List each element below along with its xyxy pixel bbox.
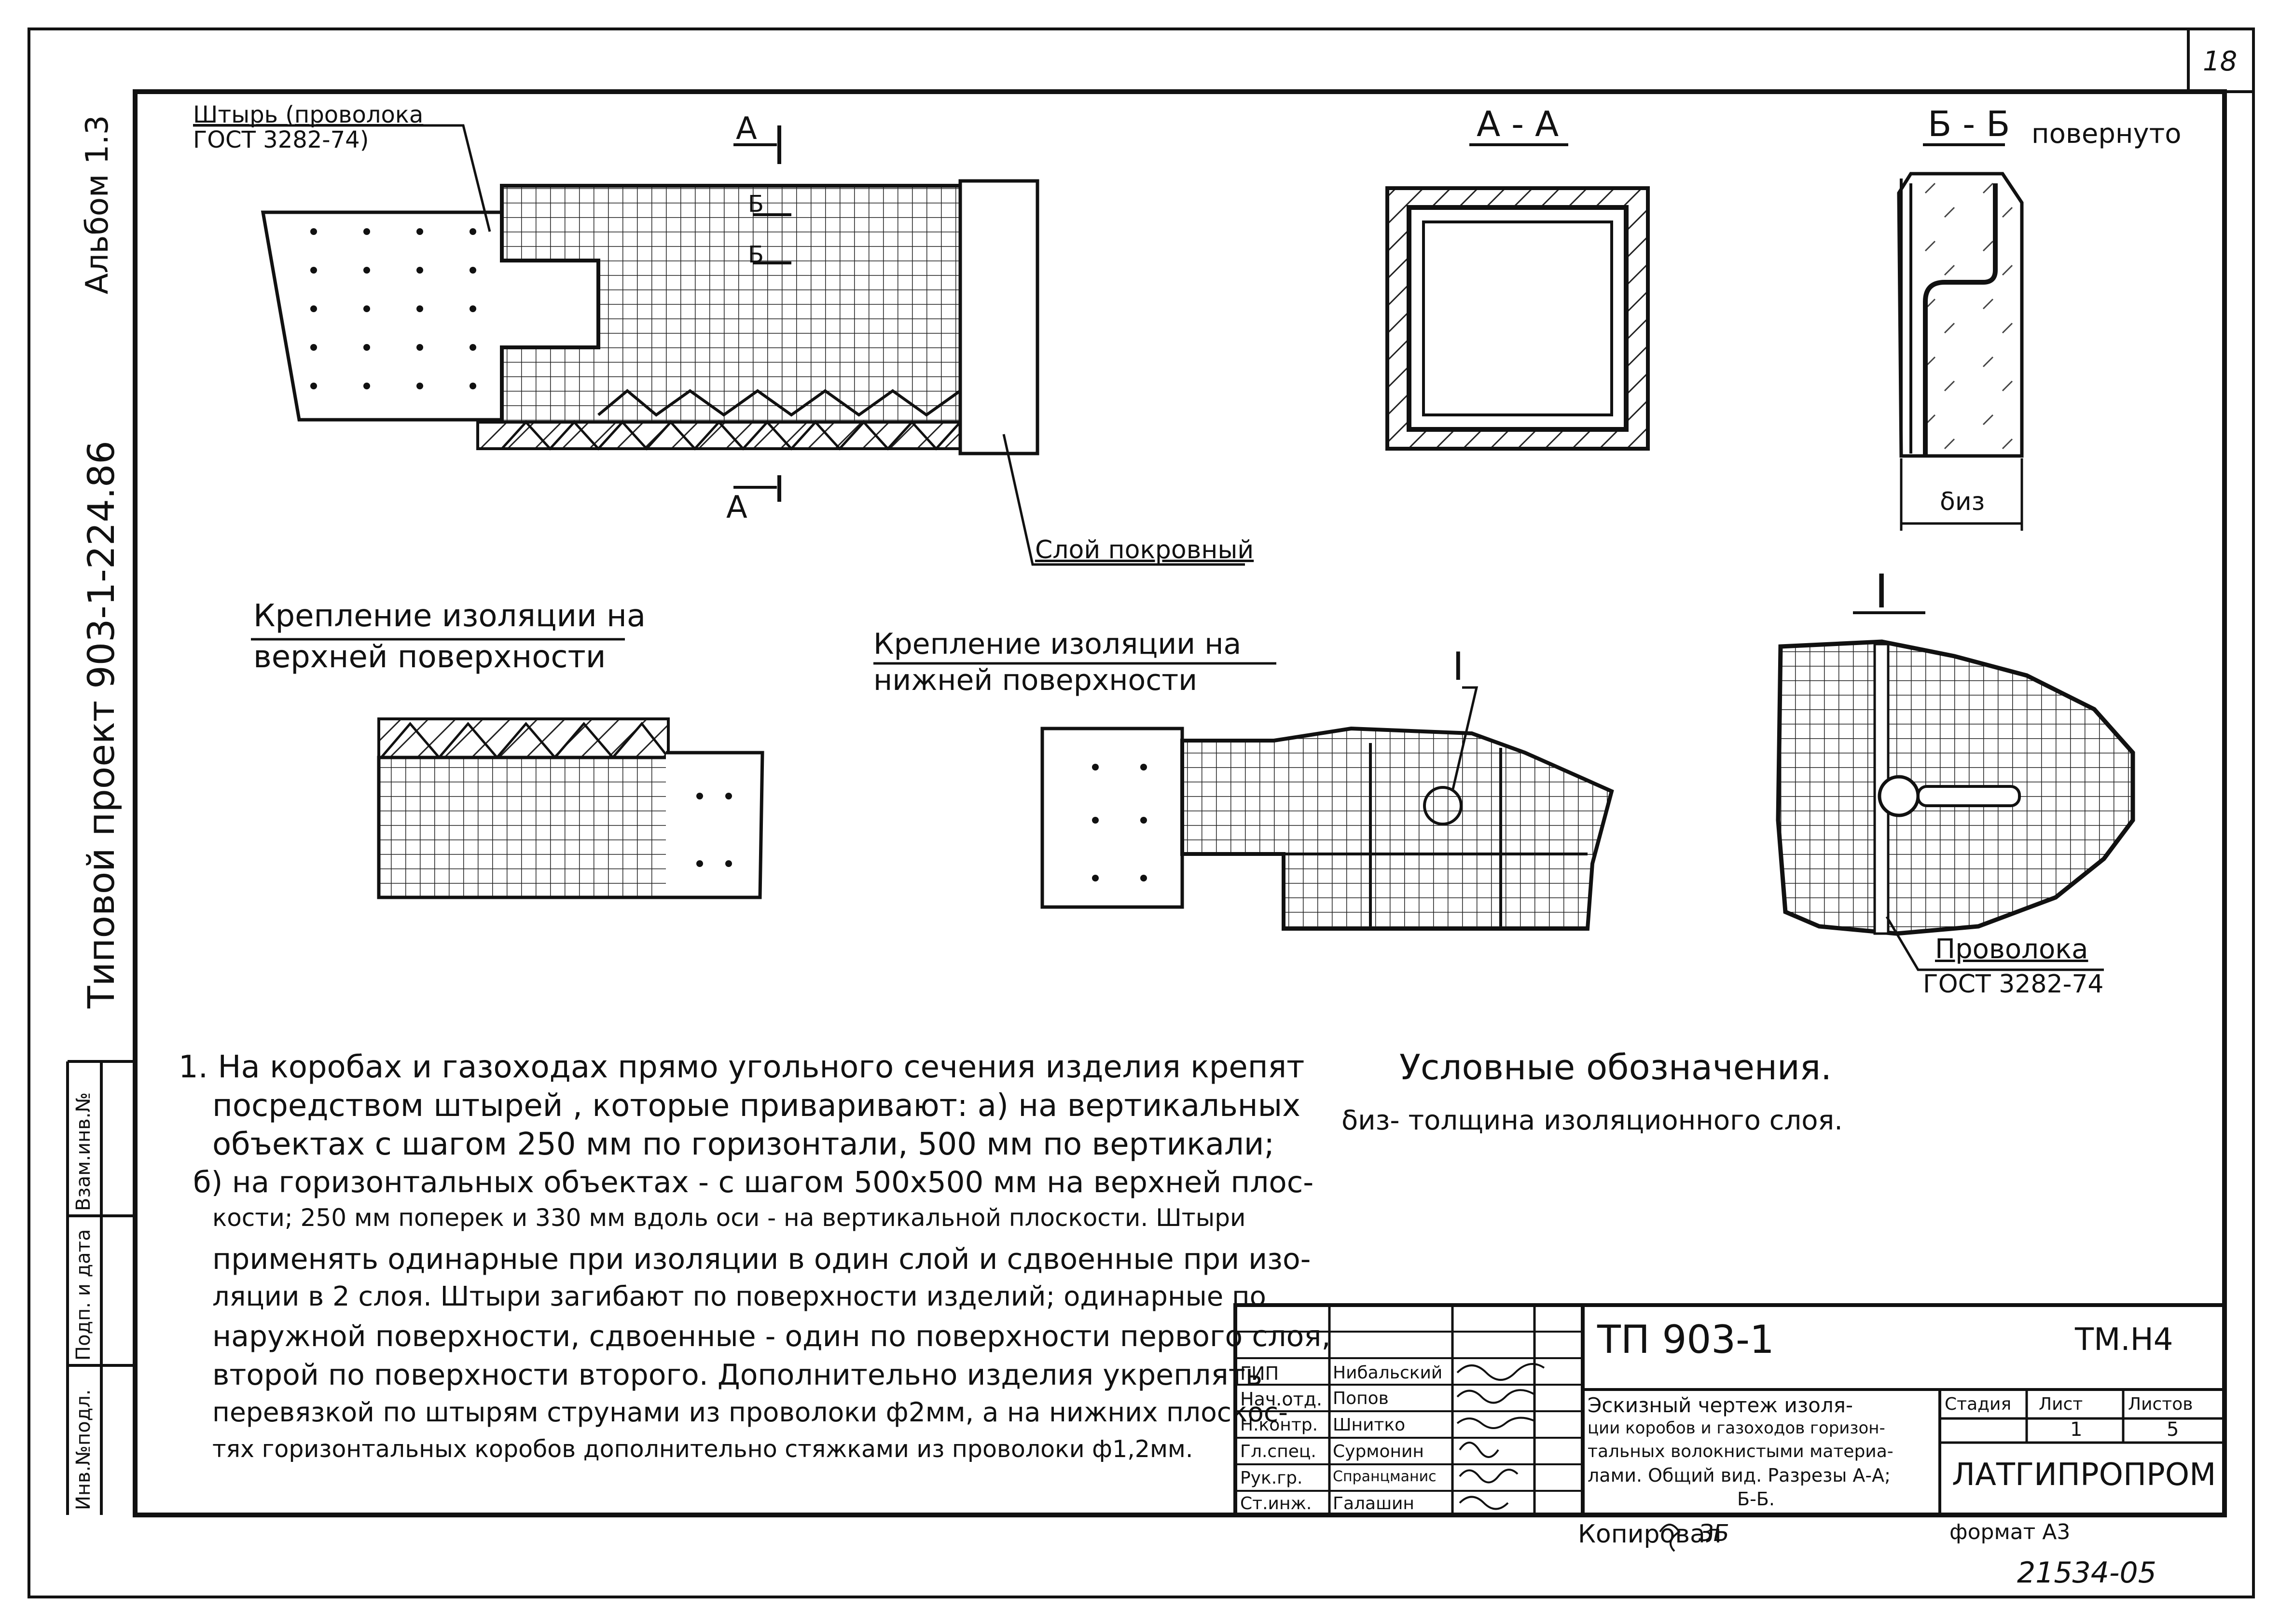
note-line: кости; 250 мм поперек и 330 мм вдоль оси… [212, 1204, 1246, 1232]
sheets-value: 5 [2167, 1418, 2179, 1441]
rotated-label: повернуто [2031, 118, 2182, 150]
copied-sign: ЗБ [1699, 1520, 1729, 1547]
top-fixing-title-1: Крепление изоляции на [253, 598, 646, 634]
section-bb-title: Б - Б [1928, 104, 2010, 144]
top-fixing-view [251, 638, 764, 899]
staff-role: Гл.спец. [1240, 1442, 1316, 1461]
pin-gost: ГОСТ 3282-74) [193, 126, 369, 153]
main-view [193, 124, 1245, 566]
outer-frame [28, 28, 2255, 1598]
cut-a-top: А [736, 111, 757, 147]
staff-name: Сурмонин [1333, 1442, 1424, 1461]
section-aa [1385, 143, 1650, 451]
staff-role: Н.контр. [1240, 1415, 1318, 1435]
organization: ЛАТГИПРОПРОМ [1952, 1457, 2216, 1493]
sheet-code: ТМ.Н4 [2075, 1322, 2173, 1358]
note-line: применять одинарные при изоляции в один … [212, 1242, 1311, 1276]
copied-by: Копировал [1578, 1520, 1722, 1549]
stamp-cell-repl: Взам.инв.№ [72, 1092, 95, 1211]
section-bb [1897, 143, 2024, 531]
page-number-box [2187, 28, 2255, 93]
pin-label: Штырь (проволока [193, 101, 424, 128]
cut-b-1: Б [748, 191, 764, 218]
wire-label: Проволока [1935, 934, 2088, 965]
thickness-label: δиз [1940, 487, 1985, 516]
sheet-value: 1 [2070, 1418, 2083, 1441]
project-code: ТП 903-1 [1597, 1317, 1774, 1362]
staff-role: ГИП [1240, 1363, 1279, 1384]
cut-a-bottom: А [726, 490, 747, 525]
description-line: Б-Б. [1737, 1488, 1775, 1510]
signatures [1456, 1363, 1681, 1552]
node-ref: I [1452, 644, 1464, 689]
staff-name: Попов [1333, 1389, 1389, 1408]
staff-name: Спранцманис [1333, 1468, 1437, 1485]
note-line: второй по поверхности второго. Дополните… [212, 1358, 1263, 1392]
description-line: лами. Общий вид. Разрезы А-А; [1588, 1465, 1891, 1486]
legend-item: δиз- толщина изоляционного слоя. [1341, 1105, 1843, 1136]
legend-title: Условные обозначения. [1399, 1047, 1832, 1087]
sheet-header: Лист [2039, 1394, 2083, 1414]
cut-b-2: Б [748, 241, 764, 268]
node-detail [1776, 611, 2135, 971]
note-line: б) на горизонтальных объектах - с шагом … [193, 1165, 1314, 1199]
note-line: 1. На коробах и газоходах прямо угольног… [179, 1049, 1305, 1085]
cover-layer-label: Слой покровный [1035, 536, 1254, 564]
description-line: тальных волокнистыми материа- [1588, 1442, 1893, 1461]
note-line: посредством штырей , которые приваривают… [212, 1088, 1301, 1124]
copy-number: 21534-05 [2017, 1556, 2156, 1590]
staff-role: Нач.отд. [1240, 1389, 1323, 1410]
project-label: Типовой проект 903-1-224.86 [80, 440, 123, 1008]
description-line: Эскизный чертеж изоля- [1588, 1393, 1853, 1417]
staff-name: Галашин [1333, 1494, 1414, 1514]
sheets-header: Листов [2128, 1394, 2193, 1414]
bottom-fixing-title-1: Крепление изоляции на [873, 627, 1242, 661]
note-line: ляции в 2 слоя. Штыри загибают по поверх… [212, 1281, 1266, 1312]
stage-header: Стадия [1945, 1394, 2012, 1414]
top-fixing-title-2: верхней поверхности [253, 639, 606, 675]
bottom-fixing-title-2: нижней поверхности [873, 663, 1198, 697]
staff-name: Нибальский [1333, 1363, 1443, 1383]
stamp-cell-sign: Подп. и дата [72, 1229, 95, 1361]
page-number: 18 [2203, 46, 2238, 77]
staff-name: Шнитко [1333, 1415, 1406, 1435]
note-line: перевязкой по штырям струнами из проволо… [212, 1397, 1288, 1428]
note-line: объектах с шагом 250 мм по горизонтали, … [212, 1127, 1275, 1162]
note-line: тях горизонтальных коробов дополнительно… [212, 1435, 1193, 1463]
format-label: формат А3 [1949, 1520, 2071, 1544]
staff-role: Рук.гр. [1240, 1468, 1303, 1488]
wire-gost: ГОСТ 3282-74 [1923, 970, 2104, 999]
title-block-grid [1233, 1303, 2226, 1517]
stamp-cell-inv: Инв.№подл. [72, 1389, 95, 1510]
node-title: I [1875, 564, 1889, 619]
staff-role: Ст.инж. [1240, 1494, 1312, 1514]
section-aa-title: А - А [1477, 104, 1559, 144]
description-line: ции коробов и газоходов горизон- [1588, 1418, 1885, 1438]
inner-frame [133, 89, 2227, 1517]
album-label: Альбом 1.3 [80, 115, 115, 294]
bottom-fixing-view [873, 662, 1614, 931]
note-line: наружной поверхности, сдвоенные - один п… [212, 1320, 1331, 1353]
